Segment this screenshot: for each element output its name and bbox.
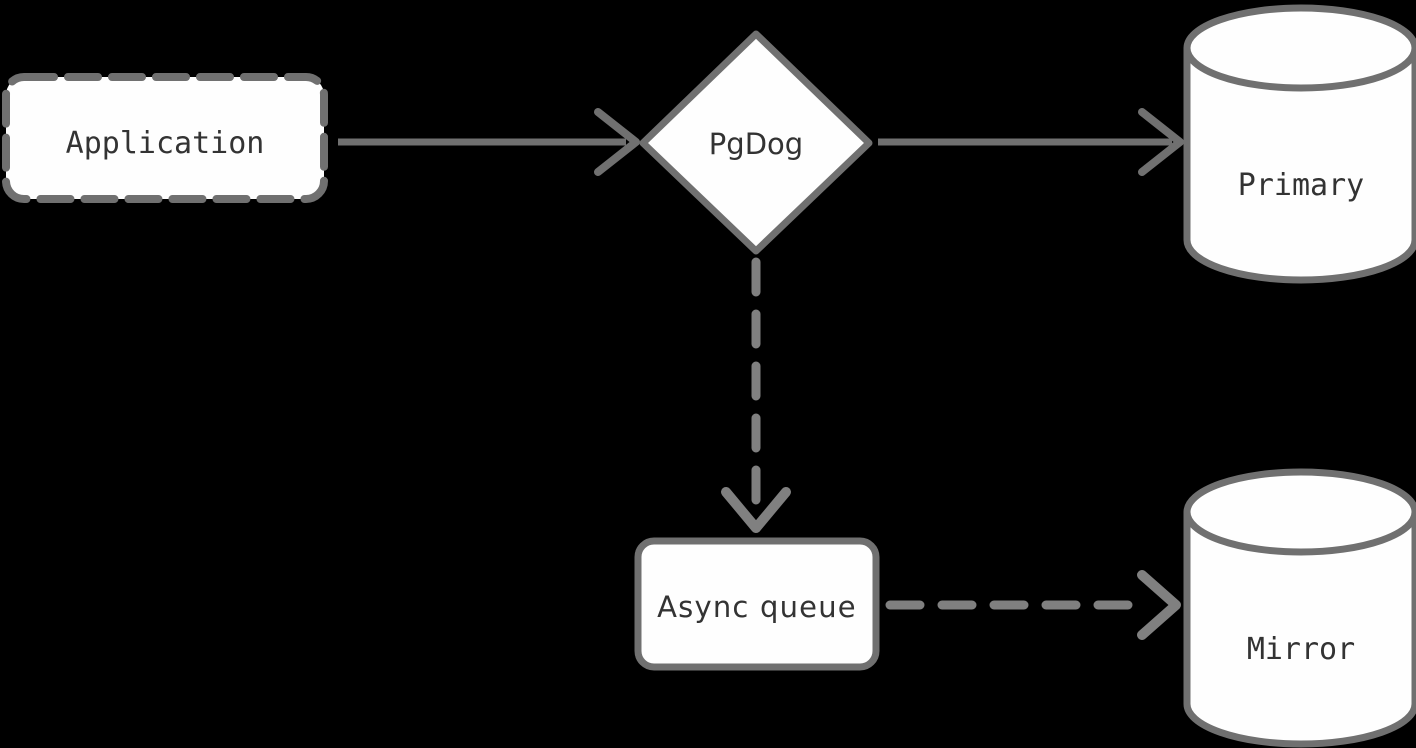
node-top-background [1187, 8, 1415, 88]
node-top-ellipse [1183, 4, 1416, 92]
node-background [638, 541, 876, 667]
node-pgdog[interactable]: PgDog [639, 30, 873, 255]
node-label: Async queue [657, 590, 857, 624]
node-label: PgDog [709, 127, 803, 161]
edge-pgdog-to-primary [878, 108, 1184, 176]
node-body-background [1187, 512, 1415, 744]
node-body-background [1187, 48, 1415, 280]
node-mirror[interactable]: Mirror [1183, 468, 1416, 748]
arrowhead-right-icon [1137, 570, 1181, 640]
arrowhead-right-icon [1138, 108, 1184, 176]
edge-application-to-pgdog [338, 108, 640, 176]
node-async-queue[interactable]: Async queue [634, 537, 880, 671]
arrowhead-right-icon [594, 108, 640, 176]
node-primary[interactable]: Primary [1183, 4, 1416, 284]
node-label: Primary [1238, 168, 1364, 203]
node-border [639, 30, 873, 255]
node-label: Application [66, 126, 265, 161]
arrowhead-down-icon [721, 487, 791, 533]
edge-pgdog-to-async-queue [721, 257, 791, 533]
node-body-border [1183, 48, 1416, 284]
node-border [634, 537, 880, 671]
node-top-background [1187, 472, 1415, 552]
node-background [6, 77, 324, 199]
node-application[interactable]: Application [2, 73, 328, 203]
node-body-border [1183, 512, 1416, 748]
node-border-dashed [2, 73, 328, 203]
node-label: Mirror [1247, 632, 1355, 667]
node-top-ellipse [1183, 468, 1416, 556]
edge-async-queue-to-mirror [885, 570, 1181, 640]
